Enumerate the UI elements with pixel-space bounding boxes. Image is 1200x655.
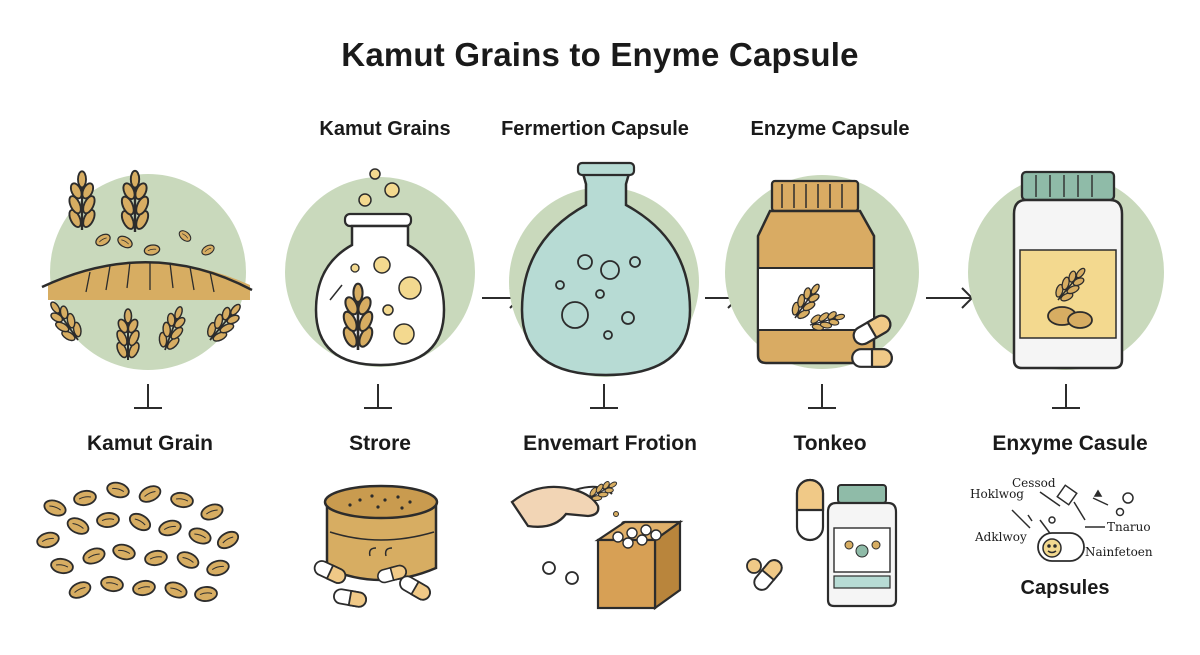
- stage-label-kamut-grains: Kamut Grains: [319, 118, 451, 140]
- arrow-right-icon: [926, 287, 974, 309]
- label-tonkeo: Tonkeo: [793, 432, 867, 455]
- storage-bowl-icon: [311, 484, 439, 609]
- label-strore: Strore: [349, 432, 411, 455]
- stage-label-enzyme-capsule: Enzyme Capsule: [750, 118, 910, 140]
- connector-lines: [134, 384, 1080, 409]
- capsule-diagram-icon: [1011, 484, 1134, 562]
- note-nainfetoen: Nainfetoen: [1085, 545, 1153, 559]
- note-tnaruo: Tnaruo: [1107, 520, 1151, 534]
- stage-label-fermentation-capsule: Fermertion Capsule: [501, 118, 689, 140]
- label-enxyme-casule: Enxyme Casule: [992, 432, 1148, 455]
- label-kamut-grain: Kamut Grain: [86, 432, 214, 455]
- note-adklwoy: Adklwoy: [975, 530, 1027, 544]
- label-envemart-frotion: Envemart Frotion: [523, 432, 697, 455]
- label-capsules: Capsules: [1020, 577, 1110, 599]
- fermentation-flask-icon: [509, 161, 699, 377]
- grain-pile-icon: [34, 479, 242, 603]
- supplement-jar-icon: [725, 175, 919, 369]
- note-cessod: Cessod: [1012, 476, 1056, 490]
- page-title: Kamut Grains to Enyme Capsule: [341, 36, 859, 73]
- enzyme-bottle-icon: [968, 170, 1164, 370]
- capsule-box-icon: [594, 519, 684, 611]
- note-hoklwog: Hoklwog: [970, 487, 1024, 501]
- grain-jar-icon: [285, 168, 475, 367]
- wheat-field-icon: [41, 169, 253, 370]
- capsule-bottle-icon: [746, 478, 898, 608]
